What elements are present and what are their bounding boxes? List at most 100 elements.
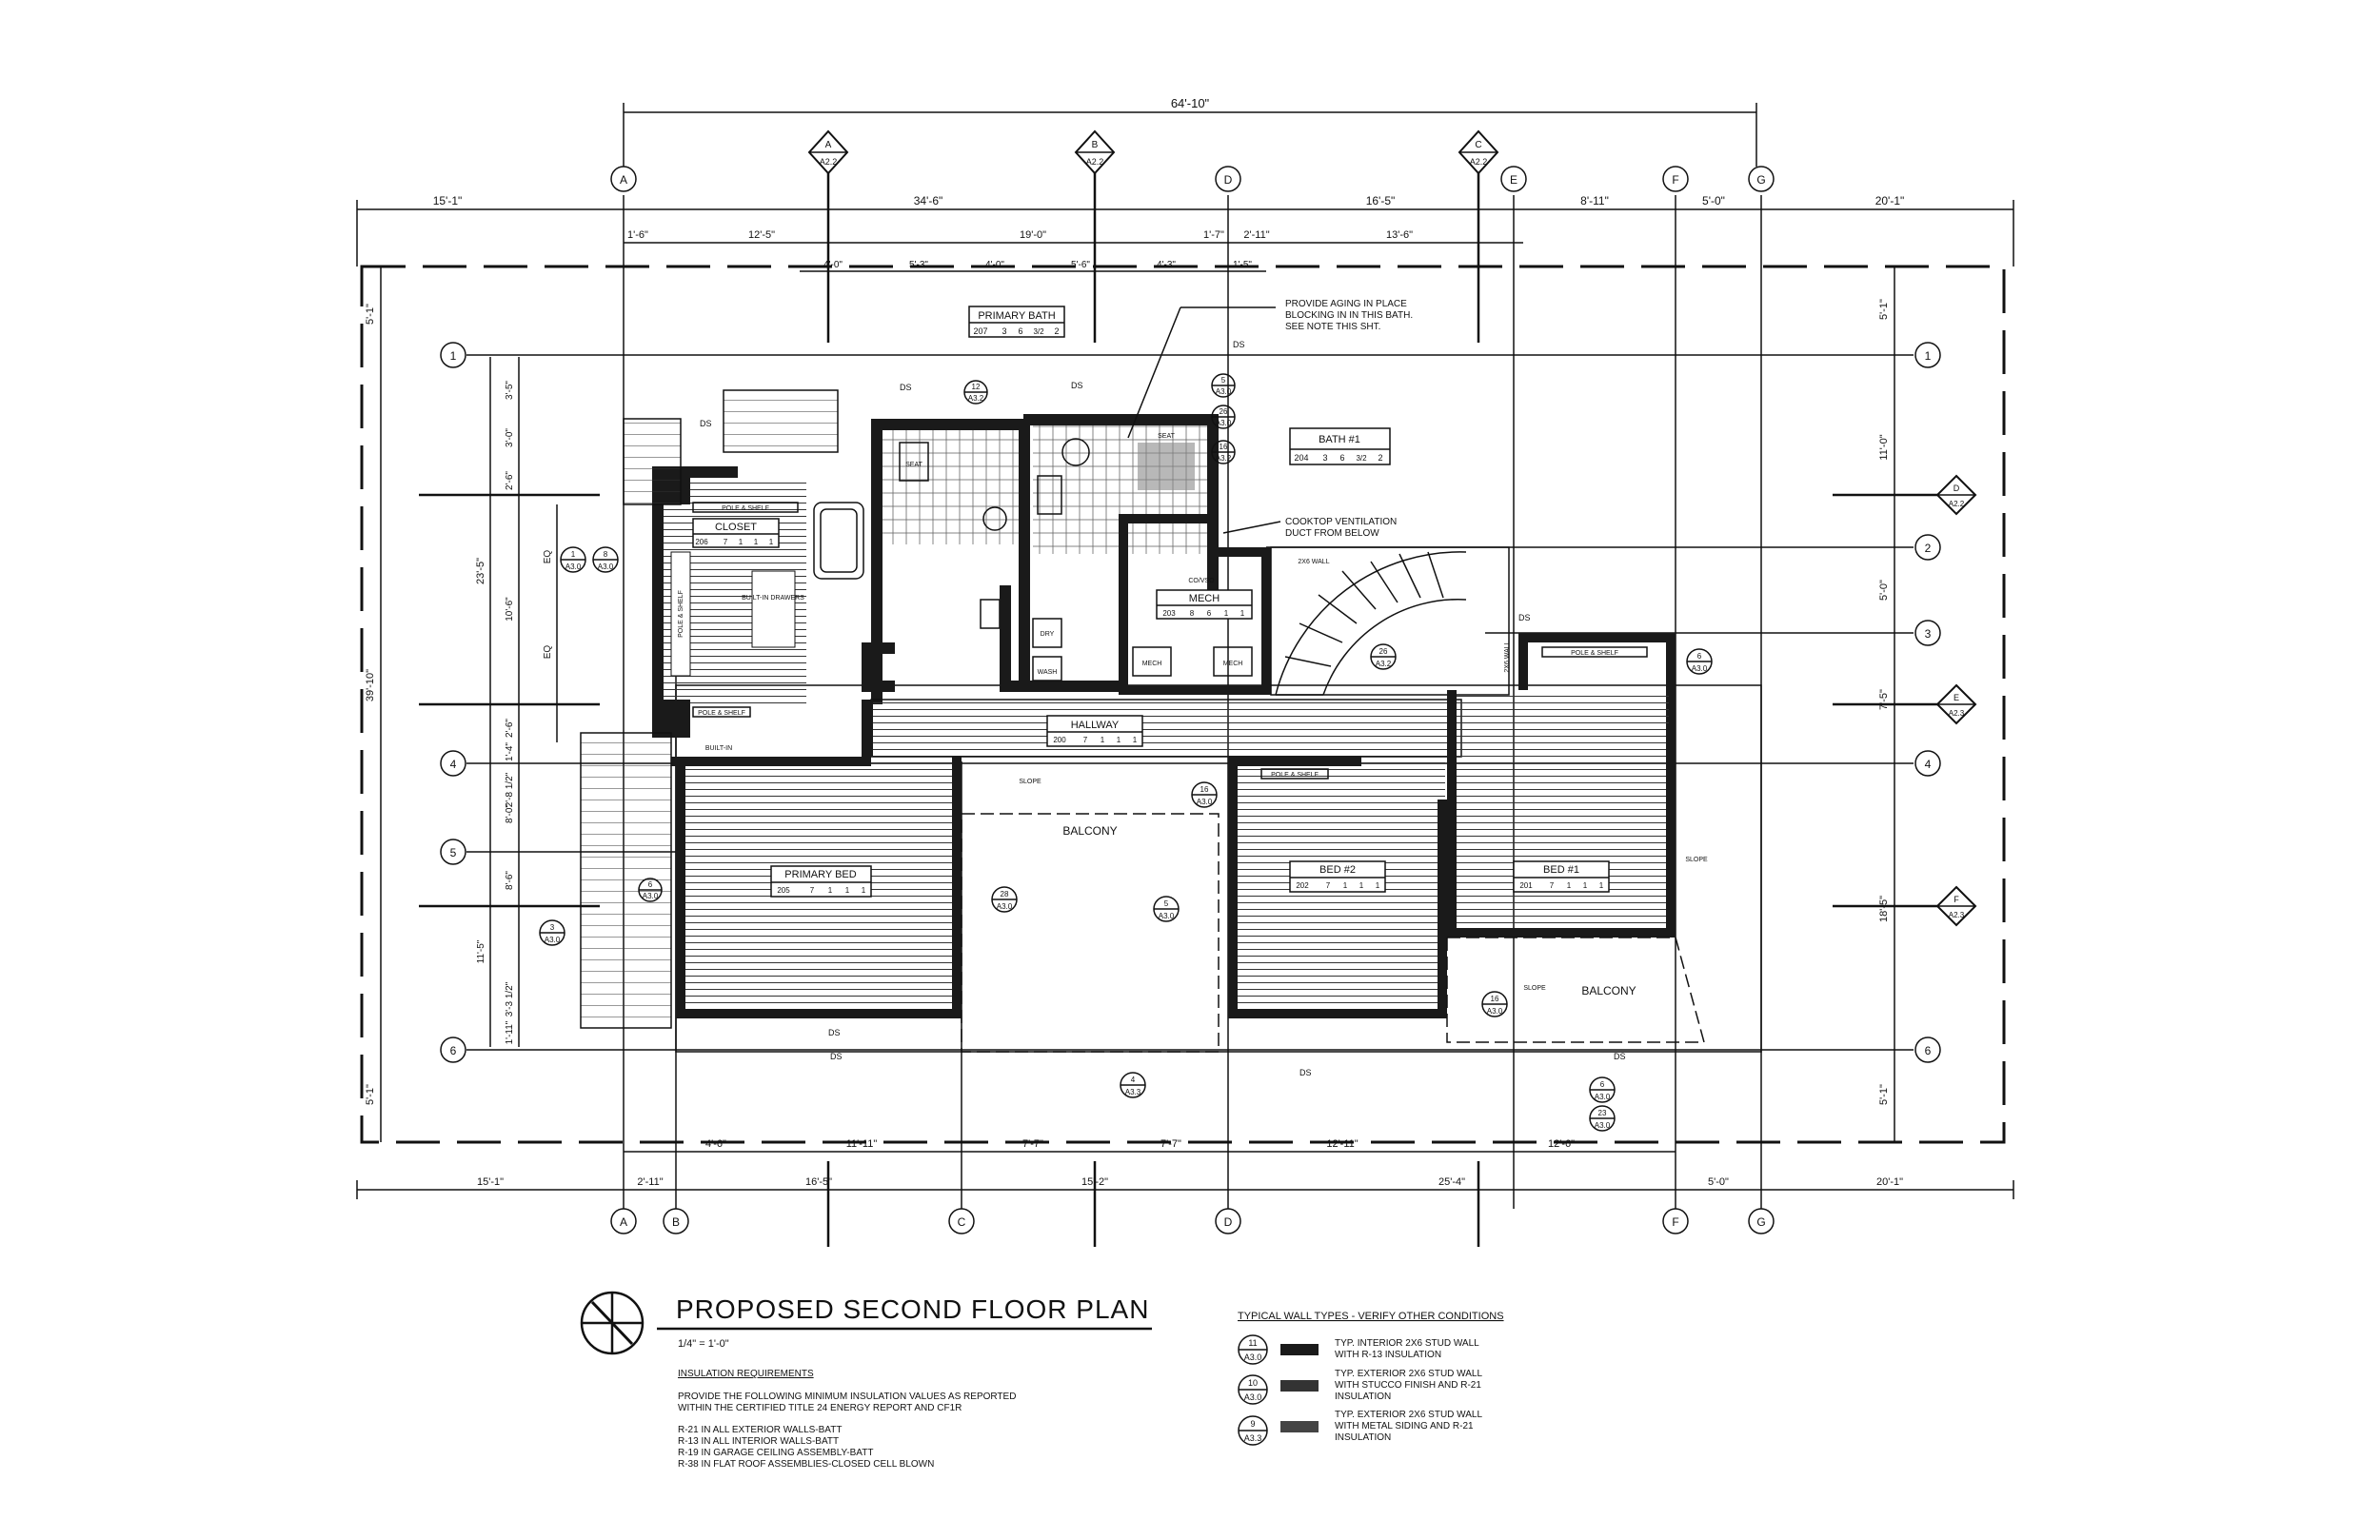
bed-2-finish-3: 1 <box>1359 881 1364 890</box>
grid-row-5-left: 5 <box>450 846 457 859</box>
dim-top2-1: 1'-6" <box>627 229 648 241</box>
primary-bed-finish-3: 1 <box>845 886 850 895</box>
wall-type-2-line-3: INSULATION <box>1335 1392 1391 1402</box>
callout-11-num: 28 <box>1001 890 1009 898</box>
primary-bed-name: PRIMARY BED <box>784 869 856 880</box>
ds-9: DS <box>830 1052 843 1061</box>
hallway-number: 200 <box>1053 736 1066 744</box>
cooktop-note: COOKTOP VENTILATION DUCT FROM BELOW <box>1222 517 1397 539</box>
insulation-item-1: R-21 IN ALL EXTERIOR WALLS-BATT <box>678 1425 842 1435</box>
bed-1-number: 201 <box>1519 881 1533 890</box>
laundry-area: DRY WASH <box>1000 585 1119 692</box>
wall-type-1-num: 11 <box>1248 1338 1257 1348</box>
mech-finish-1: 8 <box>1190 609 1195 618</box>
wall-type-3-line-3: INSULATION <box>1335 1432 1391 1443</box>
dim-top2-5: 2'-11" <box>1243 229 1269 241</box>
insulation-item-4: R-38 IN FLAT ROOF ASSEMBLIES-CLOSED CELL… <box>678 1459 934 1470</box>
aging-note-line-2: BLOCKING IN IN THIS BATH. <box>1285 310 1413 321</box>
dim-bottom2-5: 12'-11" <box>1326 1138 1358 1150</box>
callout-16-num: 23 <box>1598 1109 1607 1117</box>
setback-line <box>360 265 2006 1144</box>
callout-5-sheet: A3.0 <box>1216 419 1232 427</box>
aging-note-line-1: PROVIDE AGING IN PLACE <box>1285 299 1407 309</box>
wall-type-1-line-1: TYP. INTERIOR 2X6 STUD WALL <box>1335 1338 1479 1349</box>
wall-type-2-num: 10 <box>1248 1378 1258 1388</box>
dim-bottom-6: 5'-0" <box>1708 1176 1729 1188</box>
bedroom-1-pole-shelf: POLE & SHELF <box>1571 650 1618 657</box>
callout-10-num: 16 <box>1200 785 1209 794</box>
callout-14-num: 16 <box>1491 995 1499 1003</box>
bed-1-finish-4: 1 <box>1599 881 1604 890</box>
section-d-letter: D <box>1954 484 1960 493</box>
detail-callout-4: 5 A3.0 <box>1211 373 1236 398</box>
grid-col-d-bottom: D <box>1224 1215 1233 1229</box>
grid-col-f-top: F <box>1672 173 1678 187</box>
section-marker-b: B A2.2 <box>1074 129 1116 343</box>
balcony-2: BALCONY SLOPE SLOPE <box>1446 857 1708 1043</box>
balcony-1-slope: SLOPE <box>1019 779 1041 785</box>
grid-row-6-left: 6 <box>450 1044 457 1057</box>
closet-built-in-drawers: BUILT-IN DRAWERS <box>742 595 804 602</box>
primary-bath-finish-3: 3/2 <box>1033 327 1044 336</box>
wall-type-3-line-2: WITH METAL SIDING AND R-21 <box>1335 1421 1474 1431</box>
dim-top-5: 5'-0" <box>1702 194 1725 207</box>
dim-bottom2-6: 12'-6" <box>1548 1138 1575 1150</box>
callout-13-num: 4 <box>1131 1076 1136 1084</box>
dim-left-4: 3'-5" <box>505 381 515 400</box>
mech-room: MECH MECH CO/VSO MECH 203 8 6 1 1 <box>1119 514 1271 695</box>
callout-17-num: 6 <box>648 880 653 889</box>
grid-col-d-top: D <box>1224 173 1233 187</box>
wall-types-heading: TYPICAL WALL TYPES - VERIFY OTHER CONDIT… <box>1238 1311 1504 1322</box>
dim-bottom2-3: 7'-7" <box>1022 1138 1043 1150</box>
detail-callout-17: 6 A3.0 <box>638 878 663 902</box>
dim-left-15: 11'-5" <box>476 939 486 963</box>
callout-11-sheet: A3.0 <box>997 902 1013 911</box>
closet-finish-4: 1 <box>769 538 774 546</box>
cooktop-note-line-1: COOKTOP VENTILATION <box>1285 517 1397 527</box>
section-marker-f: F A2.3 <box>419 885 1977 927</box>
detail-callout-10: 16 A3.0 <box>1191 781 1218 808</box>
dim-left-1: 5'-1" <box>365 304 376 325</box>
grid-col-a-bottom: A <box>620 1215 627 1229</box>
wall-type-3-sheet: A3.3 <box>1244 1433 1262 1443</box>
detail-callout-1: 1 A3.0 <box>560 546 586 573</box>
balcony-1: BALCONY SLOPE <box>961 779 1220 1053</box>
left-dimensions: 5'-1" 39'-10" 5'-1" 23'-5" 3'-5" 3'-0" 2… <box>365 267 558 1142</box>
section-b-sheet: A2.2 <box>1086 157 1104 167</box>
dim-right-5: 18'-5" <box>1878 896 1890 922</box>
closet-finish-3: 1 <box>754 538 759 546</box>
section-e-sheet: A2.3 <box>1949 709 1965 718</box>
dim-bottom-2: 2'-11" <box>637 1176 663 1188</box>
balcony-1-label: BALCONY <box>1062 824 1117 838</box>
hallway-finish-1: 7 <box>1083 736 1088 744</box>
grid-col-b-bottom: B <box>672 1215 680 1229</box>
hallway-finish-4: 1 <box>1133 736 1138 744</box>
dim-left-5: 3'-0" <box>505 428 515 447</box>
bed-1-finish-1: 7 <box>1550 881 1555 890</box>
dim-left-7: 10'-6" <box>505 597 515 622</box>
grid-col-f-bottom: F <box>1672 1215 1678 1229</box>
dim-top-3: 16'-5" <box>1366 194 1396 207</box>
ds-4: DS <box>700 419 712 428</box>
grid-row-4-right: 4 <box>1925 758 1932 771</box>
hallway-name: HALLWAY <box>1071 720 1120 731</box>
dim-left-6: 2'-6" <box>505 471 515 490</box>
plan-scale: 1/4" = 1'-0" <box>678 1338 729 1350</box>
dim-bottom-1: 15'-1" <box>477 1176 504 1188</box>
callout-13-sheet: A3.3 <box>1125 1088 1141 1096</box>
wall-type-1-sheet: A3.0 <box>1244 1352 1262 1362</box>
closet-room-name: CLOSET <box>715 522 757 533</box>
wall-type-3-swatch <box>1280 1421 1319 1432</box>
dim-top-2: 34'-6" <box>914 194 943 207</box>
dim-right-2: 11'-0" <box>1878 434 1890 460</box>
dim-left-17: 1'-11" <box>505 1020 515 1044</box>
detail-callout-6: 16 A3.2 <box>1211 440 1236 464</box>
dim-left-12: 2'-8 1/2" <box>505 772 515 807</box>
plan-title: PROPOSED SECOND FLOOR PLAN <box>676 1294 1149 1324</box>
bed-2-name: BED #2 <box>1319 864 1356 876</box>
dim-top3-4: 5'-6" <box>1071 260 1090 270</box>
dim-left-16: 3'-3 1/2" <box>505 981 515 1017</box>
row-bubbles-left: 1 4 5 6 <box>440 342 466 1063</box>
wall-type-1-line-2: WITH R-13 INSULATION <box>1335 1350 1441 1360</box>
bed-2-number: 202 <box>1296 881 1309 890</box>
